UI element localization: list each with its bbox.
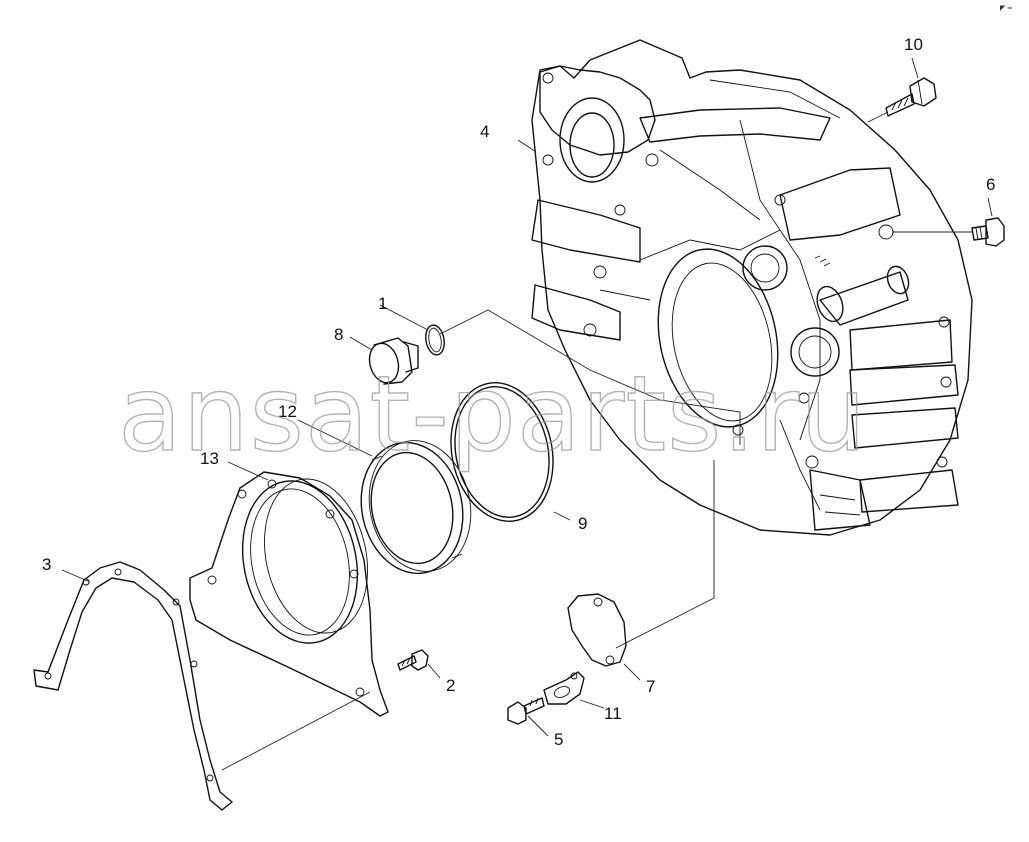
cover-plate-part-7[interactable] [567, 593, 627, 667]
callout-1: 1 [378, 294, 387, 313]
callout-10: 10 [904, 35, 923, 54]
callout-7: 7 [646, 677, 655, 696]
bolt-part-5[interactable] [507, 697, 545, 725]
callout-4: 4 [480, 122, 489, 141]
callout-6: 6 [986, 175, 995, 194]
callout-5: 5 [554, 730, 563, 749]
callout-8: 8 [334, 325, 343, 344]
callout-2: 2 [446, 676, 455, 695]
callout-11: 11 [604, 704, 622, 723]
plug-part-8[interactable] [365, 337, 419, 386]
bolt-part-2[interactable] [397, 649, 429, 671]
watermark: ansat-parts.ru [118, 353, 867, 475]
oil-seal-part-12[interactable] [349, 431, 482, 583]
callout-labels: 1 2 3 4 5 6 7 8 9 10 11 12 13 [42, 35, 995, 749]
washer-part-11[interactable] [543, 671, 585, 705]
gasket-part-3[interactable] [33, 561, 233, 811]
bolt-part-6[interactable] [971, 217, 1005, 247]
callout-9: 9 [578, 514, 587, 533]
leader-lines [61, 57, 993, 771]
o-ring-part-1[interactable] [424, 324, 447, 357]
callout-12: 12 [278, 402, 297, 421]
corner-mark: ◤ ═ [1000, 4, 1013, 12]
flywheel-housing[interactable] [531, 39, 973, 536]
callout-3: 3 [42, 555, 51, 574]
callout-13: 13 [200, 449, 219, 468]
seal-ring-part-9[interactable] [439, 373, 566, 531]
bolt-part-10[interactable] [885, 77, 937, 117]
seal-housing-part-13[interactable] [189, 469, 389, 717]
